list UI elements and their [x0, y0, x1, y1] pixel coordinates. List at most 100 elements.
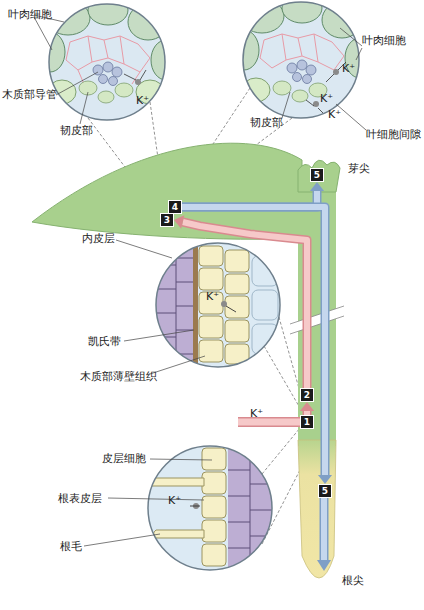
arrow-head	[174, 215, 184, 229]
arrow-band	[183, 222, 307, 388]
transport-arrow	[182, 207, 332, 484]
arrow-band	[182, 207, 325, 475]
callout-number: 4	[168, 200, 182, 214]
callout-number: 1	[300, 415, 314, 429]
leaf-section	[112, 67, 122, 77]
root-section	[228, 446, 272, 570]
ion-label: K⁺	[320, 92, 333, 105]
leaf-section	[93, 62, 122, 86]
leaf-section	[242, 78, 270, 102]
leaf-section	[115, 83, 133, 97]
magnify-circle	[148, 446, 272, 570]
leaf-section	[109, 77, 118, 86]
root-section	[154, 530, 205, 538]
part-label: 叶细胞间隙	[366, 128, 421, 141]
part-label: 根表皮层	[58, 492, 102, 505]
leaf-section	[292, 90, 308, 102]
leader-line	[80, 92, 88, 124]
leader-line	[108, 498, 204, 500]
magnify-circle	[243, 2, 359, 118]
leaf-section	[79, 81, 133, 103]
part-label: 叶肉细胞	[8, 8, 52, 21]
leaf-section	[273, 81, 327, 102]
root-section	[202, 496, 226, 518]
leader-line	[150, 459, 212, 460]
plant-body	[290, 306, 344, 324]
leaf-section	[78, 36, 140, 84]
leaf-section	[287, 63, 297, 73]
endodermis-section	[225, 296, 249, 318]
part-label: 木质部薄壁组织	[80, 370, 157, 383]
leaf-section	[260, 34, 344, 70]
endodermis-section	[199, 316, 223, 338]
ion-label: K⁺	[168, 494, 181, 507]
leaf-section	[293, 73, 302, 82]
arrow-band	[183, 222, 307, 388]
root-section	[202, 472, 226, 494]
callout-text: 1	[301, 416, 313, 428]
leaf-section	[66, 36, 150, 72]
root-section	[190, 506, 200, 507]
callout-text: 3	[161, 214, 173, 226]
endodermis-section	[199, 246, 249, 364]
potassium-flow	[320, 497, 329, 560]
transport-arrow	[174, 215, 307, 388]
arrow-head	[318, 475, 332, 484]
endodermis-section	[252, 256, 278, 354]
leaf-section	[273, 81, 291, 95]
root-section	[150, 478, 205, 486]
leaf-section	[35, 0, 181, 80]
endodermis-section	[193, 243, 198, 367]
part-label: 韧皮部	[250, 116, 283, 129]
plant-body	[32, 143, 344, 578]
root-section	[202, 520, 226, 542]
part-label: 皮层细胞	[102, 452, 146, 465]
callout-text: 5	[311, 169, 323, 181]
leaf-section	[66, 36, 150, 84]
plant-body	[290, 306, 344, 334]
transport-arrow	[300, 402, 314, 415]
part-label: 芽尖	[348, 162, 370, 175]
callout-text: 5	[319, 485, 331, 497]
magnify-circle	[156, 243, 280, 367]
callout-number: 5	[318, 484, 332, 498]
leaf-section	[306, 65, 316, 75]
ion-label: K⁺	[136, 94, 149, 107]
endodermis-section	[199, 268, 223, 290]
leader-line	[34, 15, 366, 546]
leaf-section	[103, 62, 113, 72]
endodermis-section	[199, 340, 223, 362]
leaf-section	[303, 75, 312, 84]
leaf-section	[229, 0, 375, 78]
leaf-section	[297, 60, 307, 70]
root-section	[148, 446, 272, 570]
leaf-section	[242, 78, 270, 102]
leaf-section	[99, 75, 108, 84]
potassium-flow	[238, 419, 300, 426]
callout-number: 3	[160, 213, 174, 227]
plant-body	[32, 143, 302, 239]
root-section	[202, 448, 226, 470]
endodermis-section	[225, 250, 249, 272]
root-section	[150, 448, 227, 566]
leaf-section	[229, 0, 375, 118]
arrow-band	[182, 207, 325, 475]
callout-text: 4	[169, 201, 181, 213]
part-label: 内皮层	[82, 232, 115, 245]
callout-number: 5	[310, 168, 324, 182]
endodermis-section	[199, 246, 223, 266]
endodermis-section	[156, 243, 194, 367]
leader-line	[116, 240, 172, 258]
leaf-section	[124, 70, 146, 80]
endodermis-section	[156, 243, 280, 367]
leaf-section	[46, 1, 90, 35]
part-label: 根尖	[342, 574, 364, 587]
potassium-flow	[238, 417, 300, 427]
leaf-section	[287, 60, 316, 84]
root-section	[228, 446, 272, 570]
root-section	[228, 446, 272, 570]
magnify-line	[262, 428, 300, 474]
leader-line	[356, 48, 362, 60]
